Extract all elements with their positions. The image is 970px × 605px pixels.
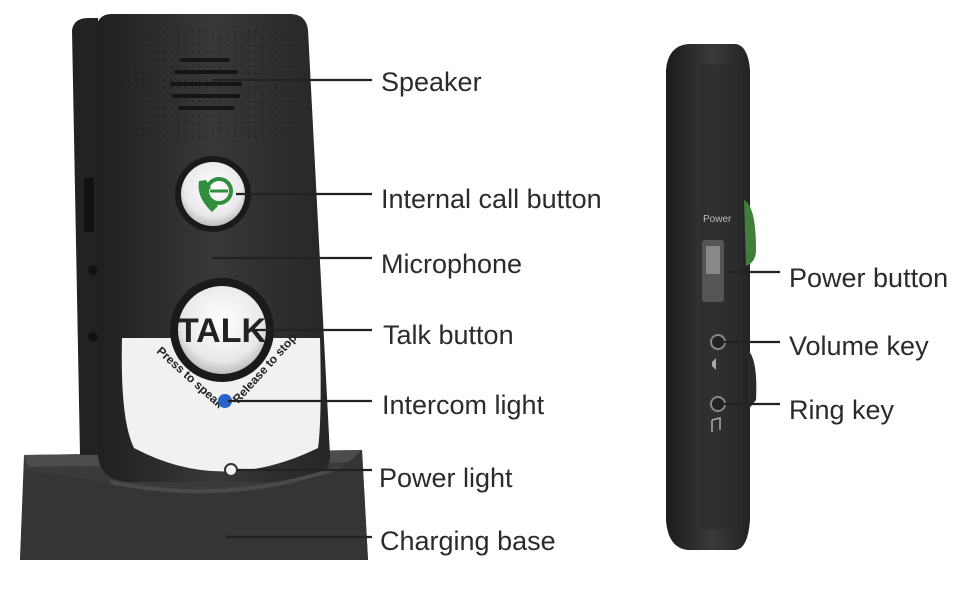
power-light-label: Power light [379,463,513,493]
side-key-dot [88,265,98,275]
handset-side-edge [72,18,98,455]
intercom-light-label: Intercom light [382,390,545,420]
ring-key-label: Ring key [789,395,895,425]
intercom-light-indicator [218,394,232,408]
phone-call-icon [198,177,233,212]
side-view-device [666,44,757,550]
side-power-text: Power [703,214,732,225]
side-ring-key [710,396,726,412]
charging-base-front [20,450,368,560]
side-key-dot [88,332,98,342]
power-button-label: Power button [789,263,949,293]
side-switch [84,178,94,232]
speaker-label: Speaker [381,67,482,97]
power-light-indicator [224,463,238,477]
speaker-slots [170,58,242,110]
internal-call-button-label: Internal call button [381,184,602,214]
charging-base-label: Charging base [380,526,556,556]
side-volume-key [710,334,726,350]
talk-button-label: Talk button [383,320,514,350]
leader-lines [212,78,780,539]
volume-key-label: Volume key [789,331,929,361]
microphone-label: Microphone [381,249,523,279]
talk-button [170,278,274,382]
internal-call-button [175,156,251,232]
